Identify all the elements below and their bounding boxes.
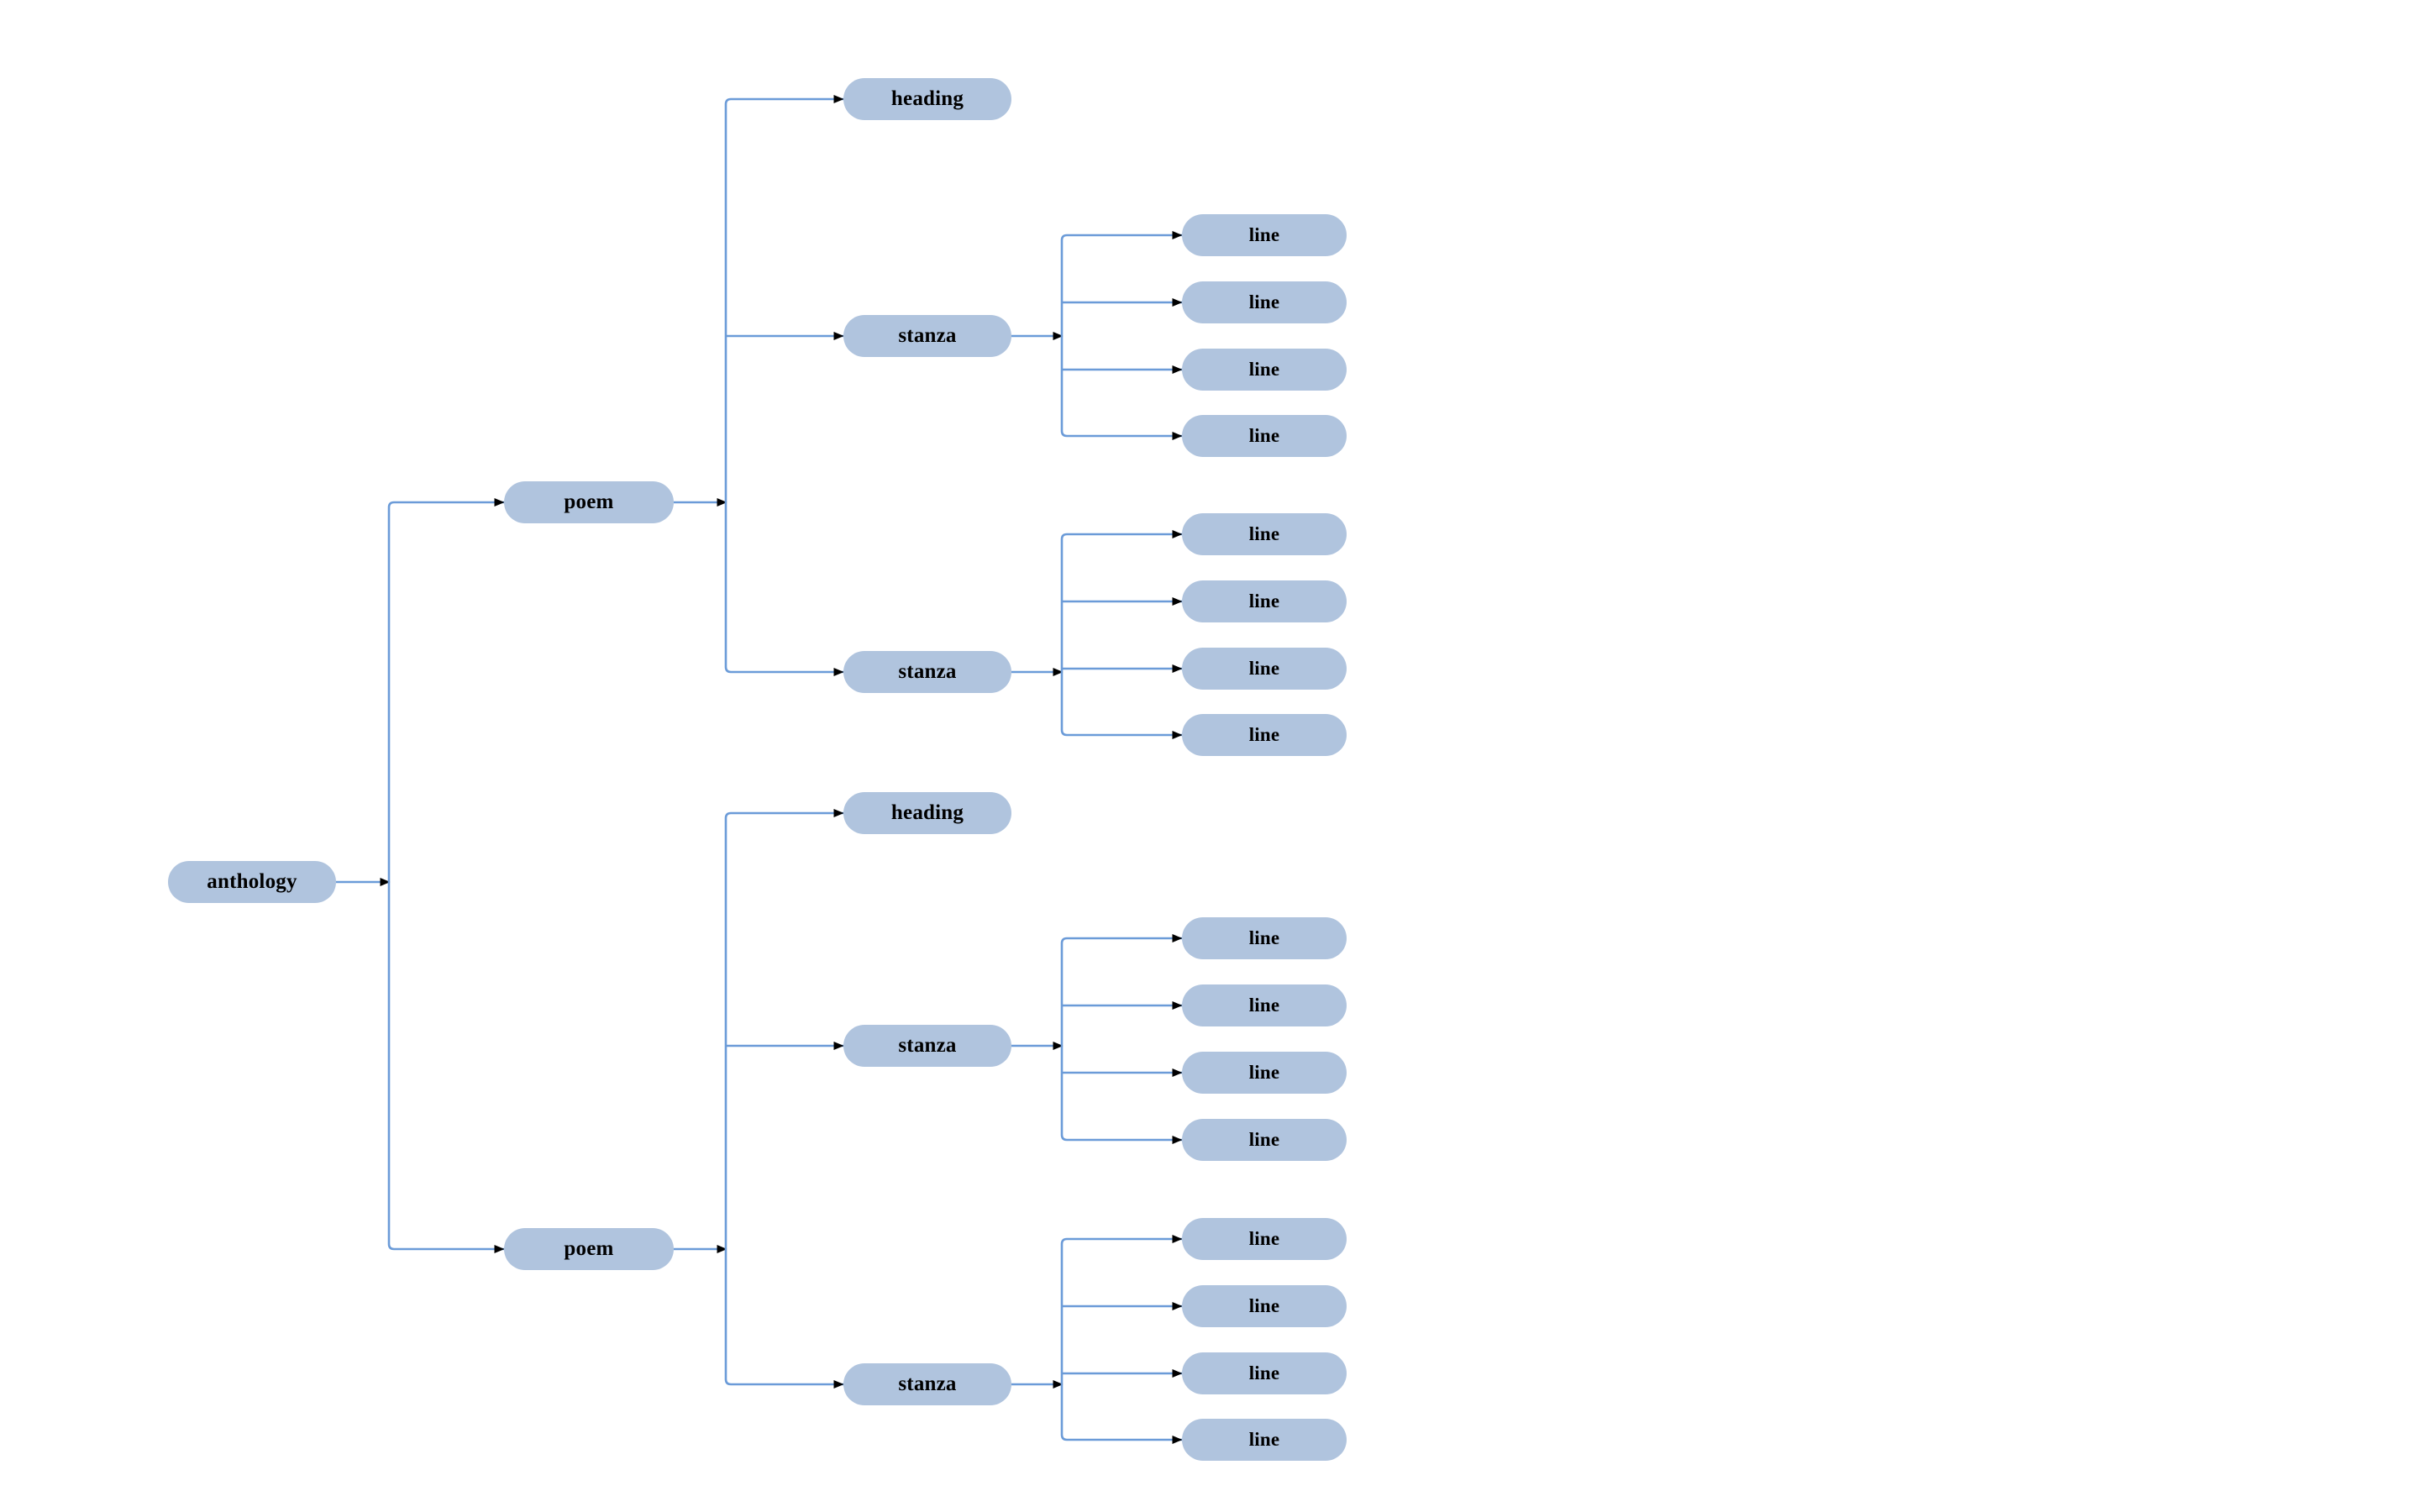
node-p2s1-line1[interactable]: line — [1182, 917, 1347, 959]
node-p2s1-line4[interactable]: line — [1182, 1119, 1347, 1161]
node-label: line — [1248, 1062, 1280, 1083]
node-label: line — [1248, 724, 1280, 745]
node-label: stanza — [898, 1373, 957, 1395]
node-p2s2-line2[interactable]: line — [1182, 1285, 1347, 1327]
node-p1-stanza1[interactable]: stanza — [843, 315, 1011, 357]
node-label: poem — [564, 1237, 614, 1260]
node-label: line — [1248, 359, 1280, 380]
edge-branch-p2-stanza1-lines-0 — [1060, 934, 1183, 944]
node-label: line — [1248, 224, 1280, 245]
node-p1s2-line2[interactable]: line — [1182, 580, 1347, 622]
node-label: stanza — [898, 1034, 957, 1057]
node-label: line — [1248, 927, 1280, 948]
edge-branch-p2-stanza2-lines-3 — [1060, 1434, 1183, 1444]
node-label: line — [1248, 995, 1280, 1016]
node-label: line — [1248, 1362, 1280, 1383]
node-p1s1-line1[interactable]: line — [1182, 214, 1347, 256]
edge-branch-poem1-children-0 — [724, 95, 844, 105]
node-label: line — [1248, 291, 1280, 312]
edge-branch-poem2-children-0 — [724, 809, 844, 819]
edge-branch-p1-stanza2-lines-0 — [1060, 530, 1183, 540]
node-label: line — [1248, 523, 1280, 544]
edge-branch-root-to-poems-1 — [387, 1243, 505, 1253]
node-label: heading — [890, 87, 964, 110]
node-label: poem — [564, 491, 614, 513]
node-label: heading — [890, 801, 964, 824]
node-label: line — [1248, 425, 1280, 446]
node-anthology[interactable]: anthology — [168, 861, 336, 903]
edge-branch-poem2-children-2 — [724, 1378, 844, 1389]
edge-branch-poem1-children-2 — [724, 666, 844, 676]
node-poem1[interactable]: poem — [504, 481, 674, 523]
edge-branch-p2-stanza2-lines-0 — [1060, 1235, 1183, 1245]
edge-paths — [336, 95, 1183, 1444]
node-poem2[interactable]: poem — [504, 1228, 674, 1270]
node-p1s1-line4[interactable]: line — [1182, 415, 1347, 457]
node-p2s2-line1[interactable]: line — [1182, 1218, 1347, 1260]
node-label: anthology — [207, 870, 297, 893]
edge-branch-p1-stanza2-lines-3 — [1060, 729, 1183, 739]
node-label: line — [1248, 1429, 1280, 1450]
node-p2-heading[interactable]: heading — [843, 792, 1011, 834]
node-p2s1-line2[interactable]: line — [1182, 984, 1347, 1026]
node-label: line — [1248, 1228, 1280, 1249]
node-p1-heading[interactable]: heading — [843, 78, 1011, 120]
node-p2-stanza1[interactable]: stanza — [843, 1025, 1011, 1067]
node-p2s1-line3[interactable]: line — [1182, 1052, 1347, 1094]
node-p1s2-line1[interactable]: line — [1182, 513, 1347, 555]
node-label: stanza — [898, 660, 957, 683]
node-label: line — [1248, 658, 1280, 679]
node-label: line — [1248, 1295, 1280, 1316]
node-p1s2-line3[interactable]: line — [1182, 648, 1347, 690]
node-p1s2-line4[interactable]: line — [1182, 714, 1347, 756]
node-p1s1-line2[interactable]: line — [1182, 281, 1347, 323]
edge-branch-p1-stanza1-lines-0 — [1060, 231, 1183, 241]
node-p1s1-line3[interactable]: line — [1182, 349, 1347, 391]
edge-branch-root-to-poems-0 — [387, 498, 505, 508]
edge-branch-p2-stanza1-lines-3 — [1060, 1134, 1183, 1144]
node-p2s2-line4[interactable]: line — [1182, 1419, 1347, 1461]
node-p2s2-line3[interactable]: line — [1182, 1352, 1347, 1394]
node-p2-stanza2[interactable]: stanza — [843, 1363, 1011, 1405]
node-p1-stanza2[interactable]: stanza — [843, 651, 1011, 693]
node-label: stanza — [898, 324, 957, 347]
edge-branch-p1-stanza1-lines-3 — [1060, 430, 1183, 440]
node-label: line — [1248, 1129, 1280, 1150]
node-label: line — [1248, 591, 1280, 612]
